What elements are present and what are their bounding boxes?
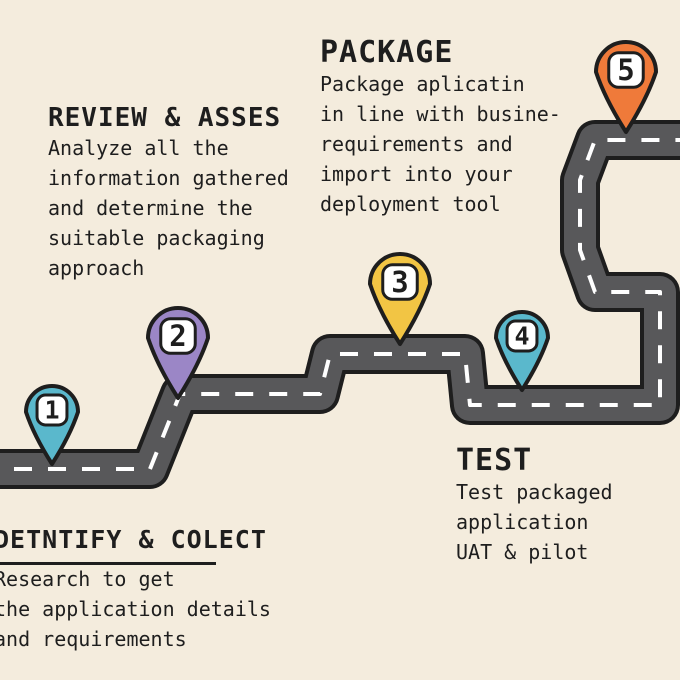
step-package-line: import into your bbox=[320, 162, 513, 186]
step-package: PACKAGE Package aplicatin in line with b… bbox=[320, 36, 561, 219]
pin-3: 3 bbox=[368, 252, 432, 346]
step-package-text: Package aplicatin in line with busine- r… bbox=[320, 69, 561, 219]
step-package-line: in line with busine- bbox=[320, 102, 561, 126]
pin-5-number: 5 bbox=[617, 53, 634, 87]
step-review-line: Analyze all the bbox=[48, 135, 229, 160]
step-test-text: Test packaged application UAT & pilot bbox=[456, 477, 613, 567]
pin-3-number: 3 bbox=[391, 265, 408, 299]
pin-3-badge bbox=[381, 263, 419, 301]
step-identify-title: DETNTIFY & COLECT bbox=[0, 525, 267, 554]
pin-4-number: 4 bbox=[514, 322, 529, 351]
step-review: REVIEW & ASSES Analyze all the informati… bbox=[48, 104, 289, 283]
pin-4-badge bbox=[505, 319, 539, 353]
pin-5: 5 bbox=[594, 40, 658, 134]
step-identify-underline bbox=[0, 562, 216, 565]
pin-1: 1 bbox=[24, 384, 80, 466]
step-review-line: and determine the bbox=[48, 195, 253, 220]
pin-2: 2 bbox=[146, 306, 210, 400]
step-identify-line: the application details bbox=[0, 596, 271, 621]
step-package-line: requirements and bbox=[320, 132, 513, 156]
step-package-line: deployment tool bbox=[320, 192, 501, 216]
pin-2-number: 2 bbox=[169, 319, 186, 353]
step-package-title: PACKAGE bbox=[320, 35, 454, 70]
road bbox=[0, 120, 680, 489]
step-review-line: suitable packaging bbox=[48, 225, 265, 250]
step-review-text: Analyze all the information gathered and… bbox=[48, 133, 289, 283]
pin-4: 4 bbox=[494, 310, 550, 392]
step-identify-text: Research to get the application details … bbox=[0, 564, 271, 654]
step-review-line: information gathered bbox=[48, 165, 289, 190]
lane-markings bbox=[0, 138, 680, 471]
step-review-title: REVIEW & ASSES bbox=[48, 103, 282, 133]
step-test: TEST Test packaged application UAT & pil… bbox=[456, 444, 613, 567]
step-identify-line: and requirements bbox=[0, 626, 187, 651]
pin-5-badge bbox=[607, 51, 645, 89]
step-test-line: application bbox=[456, 510, 589, 534]
pin-1-badge bbox=[35, 393, 69, 427]
pin-2-badge bbox=[159, 317, 197, 355]
pin-1-number: 1 bbox=[44, 396, 59, 425]
step-identify: DETNTIFY & COLECT Research to get the ap… bbox=[0, 526, 271, 654]
step-identify-line: Research to get bbox=[0, 566, 175, 591]
step-package-line: Package aplicatin bbox=[320, 72, 525, 96]
step-test-line: UAT & pilot bbox=[456, 540, 589, 564]
step-test-title: TEST bbox=[456, 443, 533, 478]
step-review-line: approach bbox=[48, 255, 145, 280]
step-test-line: Test packaged bbox=[456, 480, 613, 504]
